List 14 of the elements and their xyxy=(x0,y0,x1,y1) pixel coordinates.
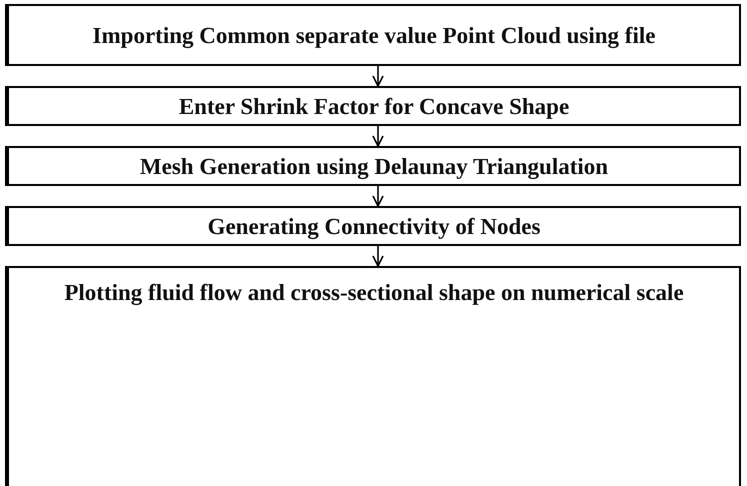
step-text: Importing Common separate value Point Cloud using file xyxy=(92,22,656,50)
process-box xyxy=(5,86,741,126)
step-text: Generating Connectivity of Nodes xyxy=(206,212,542,240)
process-box xyxy=(5,146,741,186)
step-text: Mesh Generation using Delaunay Triangulation xyxy=(138,152,610,180)
arrow xyxy=(372,186,384,207)
arrow xyxy=(372,246,384,267)
step-text: Plotting fluid flow and cross-sectional shape on numerical scale xyxy=(63,279,685,307)
step-text: Enter Shrink Factor for Concave Shape xyxy=(178,92,570,120)
process-box xyxy=(5,206,741,246)
process-box xyxy=(5,266,741,486)
arrow xyxy=(372,66,384,87)
arrow xyxy=(372,126,384,147)
process-box xyxy=(5,4,741,66)
